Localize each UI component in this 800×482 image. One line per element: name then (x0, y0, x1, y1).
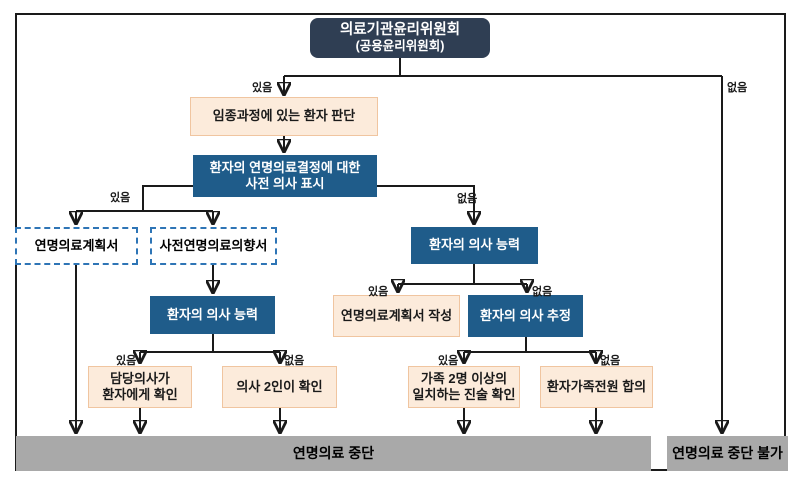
node-ethics-committee: 의료기관윤리위원회 (공용윤리위원회) (310, 18, 490, 58)
node-write-life-plan: 연명의료계획서 작성 (333, 295, 460, 337)
node-family-all-agreement: 환자가족전원 합의 (540, 366, 653, 408)
edge-label-capacity-left-no: 없음 (284, 355, 305, 367)
node-family-two-statements: 가족 2명 이상의 일치하는 진술 확인 (408, 366, 520, 408)
node-doctor-confirm: 담당의사가 환자에게 확인 (88, 366, 192, 408)
node-patient-capacity-right: 환자의 의사 능력 (411, 227, 538, 264)
edge-label-committee-no: 없음 (727, 82, 748, 94)
edge-label-estimate-yes: 있음 (438, 355, 459, 367)
bar-stop-treatment: 연명의료 중단 (16, 436, 651, 471)
node-two-doctors-confirm: 의사 2인이 확인 (222, 366, 337, 408)
edge-label-advance-no: 없음 (457, 193, 478, 205)
node-advance-directive-doc: 사전연명의료의향서 (150, 227, 277, 265)
edge-label-capacity-left-yes: 있음 (116, 355, 137, 367)
node-life-plan-doc: 연명의료계획서 (15, 227, 138, 265)
edge-label-committee-yes: 있음 (252, 82, 273, 94)
edge-label-advance-yes: 있음 (110, 192, 131, 204)
edge-label-estimate-no: 없음 (600, 355, 621, 367)
node-dying-judgment: 임종과정에 있는 환자 판단 (190, 97, 378, 136)
committee-title: 의료기관윤리위원회 (339, 22, 461, 39)
bar-no-stop-treatment: 연명의료 중단 불가 (667, 436, 788, 471)
node-advance-declaration: 환자의 연명의료결정에 대한 사전 의사 표시 (193, 155, 377, 197)
node-estimate-intent: 환자의 의사 추정 (468, 295, 583, 337)
node-patient-capacity-left: 환자의 의사 능력 (150, 296, 275, 334)
edge-label-capacity-right-yes: 있음 (368, 286, 389, 298)
edge-label-capacity-right-no: 없음 (532, 286, 553, 298)
committee-subtitle: (공용윤리위원회) (355, 39, 445, 54)
